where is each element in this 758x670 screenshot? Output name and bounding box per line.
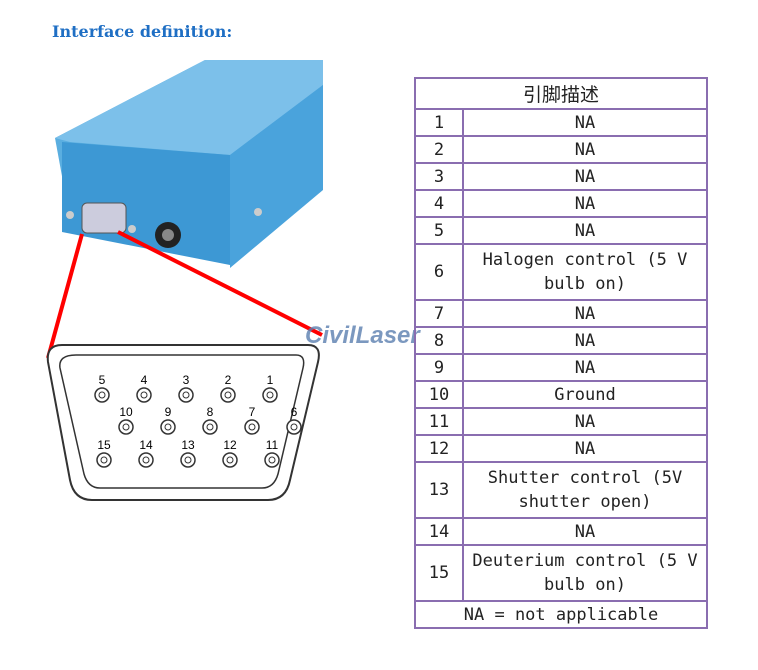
section-title: Interface definition: <box>52 22 233 41</box>
pin-hole <box>160 419 176 435</box>
pin-hole <box>180 452 196 468</box>
pin-label: 10 <box>119 405 133 419</box>
device-photo <box>55 60 323 268</box>
pin-description: NA <box>462 299 708 328</box>
pin-number: 11 <box>414 407 464 436</box>
pin-label: 4 <box>141 373 148 387</box>
pin-description: NA <box>462 353 708 382</box>
pin-hole <box>202 419 218 435</box>
pin-number: 15 <box>414 544 464 602</box>
watermark: CivilLaser <box>305 322 421 349</box>
pin-hole <box>94 387 110 403</box>
pin-description: NA <box>462 108 708 137</box>
pin-label: 9 <box>165 405 172 419</box>
pin-label: 11 <box>266 438 279 452</box>
pin-description: NA <box>462 517 708 546</box>
pin-description: NA <box>462 135 708 164</box>
pin-description: Halogen control (5 V bulb on) <box>462 243 708 301</box>
pin-number: 8 <box>414 326 464 355</box>
pointer-line <box>46 233 84 359</box>
pin-description: Shutter control (5V shutter open) <box>462 461 708 519</box>
pin-label: 12 <box>223 438 237 452</box>
table-header: 引脚描述 <box>414 77 708 110</box>
pin-number: 14 <box>414 517 464 546</box>
pin-hole <box>262 387 278 403</box>
pin-label: 13 <box>181 438 195 452</box>
table-footer: NA = not applicable <box>414 600 708 629</box>
pin-number: 12 <box>414 434 464 463</box>
pin-hole <box>220 387 236 403</box>
pin-hole <box>96 452 112 468</box>
pin-number: 13 <box>414 461 464 519</box>
pin-label: 7 <box>249 405 256 419</box>
vga-outline <box>46 344 320 501</box>
pin-number: 1 <box>414 108 464 137</box>
pin-label: 1 <box>267 373 274 387</box>
pin-number: 5 <box>414 216 464 245</box>
pin-label: 2 <box>225 373 232 387</box>
pin-hole <box>118 419 134 435</box>
pin-number: 2 <box>414 135 464 164</box>
pin-number: 10 <box>414 380 464 409</box>
pin-description: NA <box>462 434 708 463</box>
pin-hole <box>138 452 154 468</box>
pin-description: NA <box>462 216 708 245</box>
pin-label: 5 <box>99 373 106 387</box>
pin-number: 3 <box>414 162 464 191</box>
pin-description: NA <box>462 407 708 436</box>
pin-label: 3 <box>183 373 190 387</box>
pin-description: Ground <box>462 380 708 409</box>
pin-number: 9 <box>414 353 464 382</box>
pin-label: 15 <box>97 438 111 452</box>
pin-hole <box>136 387 152 403</box>
pin-number: 6 <box>414 243 464 301</box>
pin-hole <box>222 452 238 468</box>
pin-description: Deuterium control (5 V bulb on) <box>462 544 708 602</box>
pin-hole <box>178 387 194 403</box>
pin-hole <box>264 452 280 468</box>
pin-description: NA <box>462 326 708 355</box>
pin-label: 8 <box>207 405 214 419</box>
pin-description: NA <box>462 189 708 218</box>
pin-description: NA <box>462 162 708 191</box>
pin-number: 7 <box>414 299 464 328</box>
pin-hole <box>244 419 260 435</box>
pin-label: 14 <box>139 438 153 452</box>
pin-label: 6 <box>291 405 298 419</box>
pin-number: 4 <box>414 189 464 218</box>
pin-hole <box>286 419 302 435</box>
pin-grid: 5 4 3 2 1 10 9 8 7 6 15 14 13 12 11 <box>94 373 302 468</box>
pointer-line <box>117 230 323 337</box>
